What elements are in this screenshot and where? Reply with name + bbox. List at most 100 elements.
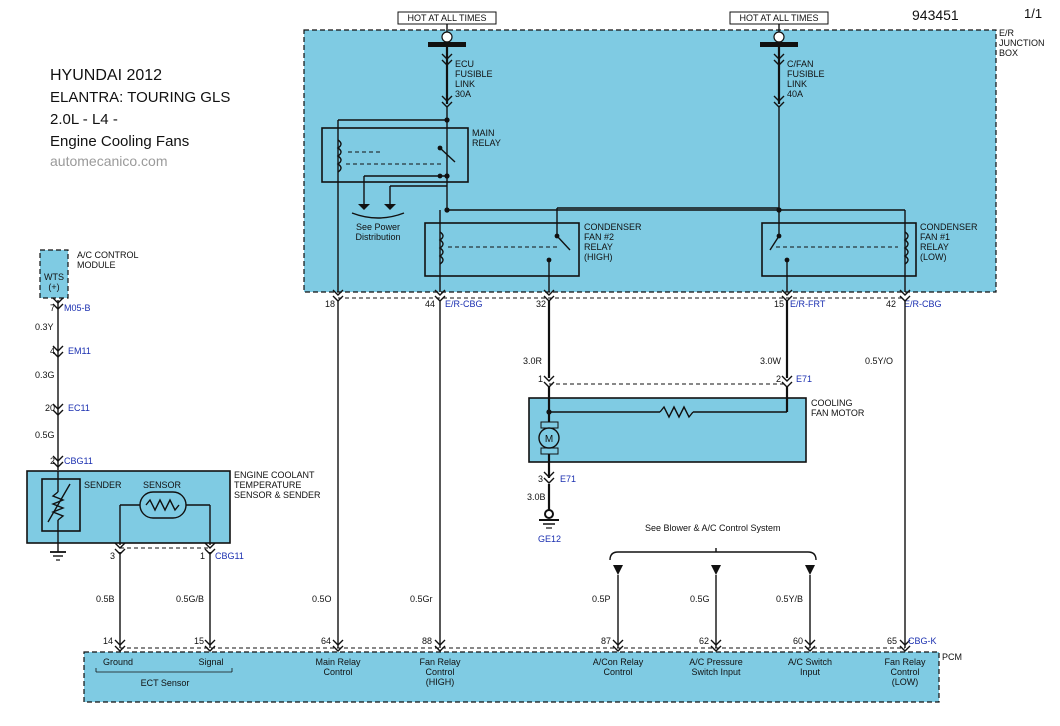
wire-label-0.5g-2: 0.5G <box>690 594 710 604</box>
pcm-pin-60: 60 <box>793 636 803 646</box>
pin-7: 7 <box>50 303 55 313</box>
pcm-input-fan-low-l1: Fan Relay <box>884 657 926 667</box>
power-dist-l1: See Power <box>356 222 400 232</box>
page-number: 1/1 <box>1024 6 1042 21</box>
connector-ge12: GE12 <box>538 534 561 544</box>
condenser-fan1-relay <box>761 107 917 292</box>
wire-label-3.0r: 3.0R <box>523 356 543 366</box>
connector-e71-b: E71 <box>560 474 576 484</box>
pcm-input-main-relay-l2: Control <box>323 667 352 677</box>
junction-box-label-1: E/R <box>999 28 1015 38</box>
pin-44: 44 <box>425 299 435 309</box>
pin-15: 15 <box>774 299 784 309</box>
ac-control-module: WTS (+) <box>39 249 69 299</box>
diagram-header: HYUNDAI 2012 ELANTRA: TOURING GLS 2.0L -… <box>50 6 1042 169</box>
fuse-cfan-l2: FUSIBLE <box>787 69 825 79</box>
motor-label-l2: FAN MOTOR <box>811 408 865 418</box>
cooling-fan-motor <box>528 386 807 478</box>
diagram-number: 943451 <box>912 7 959 23</box>
ac-input-wires <box>609 548 817 648</box>
sender-label: SENDER <box>84 480 122 490</box>
er-junction-box <box>303 29 997 293</box>
pcm-input-main-relay-l1: Main Relay <box>315 657 361 667</box>
motor-pin-2: 2 <box>776 374 781 384</box>
pcm-input-ac-switch-l2: Input <box>800 667 821 677</box>
ground-ge12-icon <box>539 509 559 529</box>
pcm-input-signal: Signal <box>198 657 223 667</box>
pin-18: 18 <box>325 299 335 309</box>
ecu-fusible-link <box>428 24 466 108</box>
connector-er-cbg-1: E/R-CBG <box>445 299 483 309</box>
wts-plus: (+) <box>48 282 59 292</box>
pin-2: 2 <box>50 456 55 466</box>
wire-label-0.5o: 0.5O <box>312 594 332 604</box>
fuse-ecu-l4: 30A <box>455 89 471 99</box>
pcm-pin-62: 62 <box>699 636 709 646</box>
pin-4: 4 <box>50 346 55 356</box>
connector-cbg11-a: CBG11 <box>64 456 93 466</box>
connector-er-cbg-2: E/R-CBG <box>904 299 942 309</box>
connector-cbg-k: CBG-K <box>908 636 937 646</box>
fan1-relay-l2: FAN #1 <box>920 232 950 242</box>
fan1-relay-l4: (LOW) <box>920 252 947 262</box>
connector-e71-a: E71 <box>796 374 812 384</box>
wire-label-0.5yb: 0.5Y/B <box>776 594 803 604</box>
junction-box-label-2: JUNCTION <box>999 38 1045 48</box>
fuse-cfan-l1: C/FAN <box>787 59 814 69</box>
fan2-relay-l2: FAN #2 <box>584 232 614 242</box>
pcm-connector-chevrons <box>114 639 911 652</box>
wire-label-3.0b: 3.0B <box>527 492 546 502</box>
header-make: HYUNDAI 2012 <box>50 67 162 84</box>
wire-label-0.5p: 0.5P <box>592 594 611 604</box>
pcm-ect-group: ECT Sensor <box>141 678 190 688</box>
connector-m05b: M05-B <box>64 303 91 313</box>
wire-label-0.5b: 0.5B <box>96 594 115 604</box>
pcm-input-ac-switch-l1: A/C Switch <box>788 657 832 667</box>
fuse-ecu-l1: ECU <box>455 59 474 69</box>
pcm-input-ac-pressure-l2: Switch Input <box>691 667 741 677</box>
ect-label-l2: TEMPERATURE <box>234 480 301 490</box>
hot-label-1: HOT AT ALL TIMES <box>407 13 486 23</box>
sensor-label: SENSOR <box>143 480 182 490</box>
motor-pin-1: 1 <box>538 374 543 384</box>
ground-ect-icon <box>50 545 66 561</box>
pcm-input-ground: Ground <box>103 657 133 667</box>
fan2-relay-l3: RELAY <box>584 242 613 252</box>
wts-label: WTS <box>44 272 64 282</box>
pcm-input-fan-high-l2: Control <box>425 667 454 677</box>
cfan-fusible-link <box>760 24 798 108</box>
connector-ec11: EC11 <box>68 403 90 413</box>
fan2-relay-l1: CONDENSER <box>584 222 642 232</box>
fan1-relay-l3: RELAY <box>920 242 949 252</box>
pcm-pin-14: 14 <box>103 636 113 646</box>
main-relay-l2: RELAY <box>472 138 501 148</box>
connector-cbg11-b: CBG11 <box>215 551 244 561</box>
pcm-pin-87: 87 <box>601 636 611 646</box>
hot-label-2: HOT AT ALL TIMES <box>739 13 818 23</box>
pcm-input-fan-low-l3: (LOW) <box>892 677 919 687</box>
motor-symbol: M <box>545 434 553 445</box>
pcm-input-ac-pressure-l1: A/C Pressure <box>689 657 743 667</box>
pcm-label: PCM <box>942 652 962 662</box>
header-model: ELANTRA: TOURING GLS <box>50 89 230 106</box>
wire-label-0.3y: 0.3Y <box>35 322 54 332</box>
fuse-cfan-l4: 40A <box>787 89 803 99</box>
pcm-input-fan-low-l2: Control <box>890 667 919 677</box>
power-dist-l2: Distribution <box>355 232 400 242</box>
pcm-pin-65: 65 <box>887 636 897 646</box>
pcm-pin-15: 15 <box>194 636 204 646</box>
fan1-relay-l1: CONDENSER <box>920 222 978 232</box>
fuse-ecu-l2: FUSIBLE <box>455 69 493 79</box>
connector-em11: EM11 <box>68 346 91 356</box>
ac-module-l2: MODULE <box>77 260 116 270</box>
connector-er-frt: E/R-FRT <box>790 299 826 309</box>
pcm-pin-88: 88 <box>422 636 432 646</box>
pin-1: 1 <box>200 551 205 561</box>
wire-label-0.5gr: 0.5Gr <box>410 594 433 604</box>
pcm-pin-64: 64 <box>321 636 331 646</box>
junction-box-label-3: BOX <box>999 48 1018 58</box>
pin-42: 42 <box>886 299 896 309</box>
pcm-module <box>83 651 940 703</box>
pin-20: 20 <box>45 403 55 413</box>
ect-sensor-sender <box>26 470 231 545</box>
